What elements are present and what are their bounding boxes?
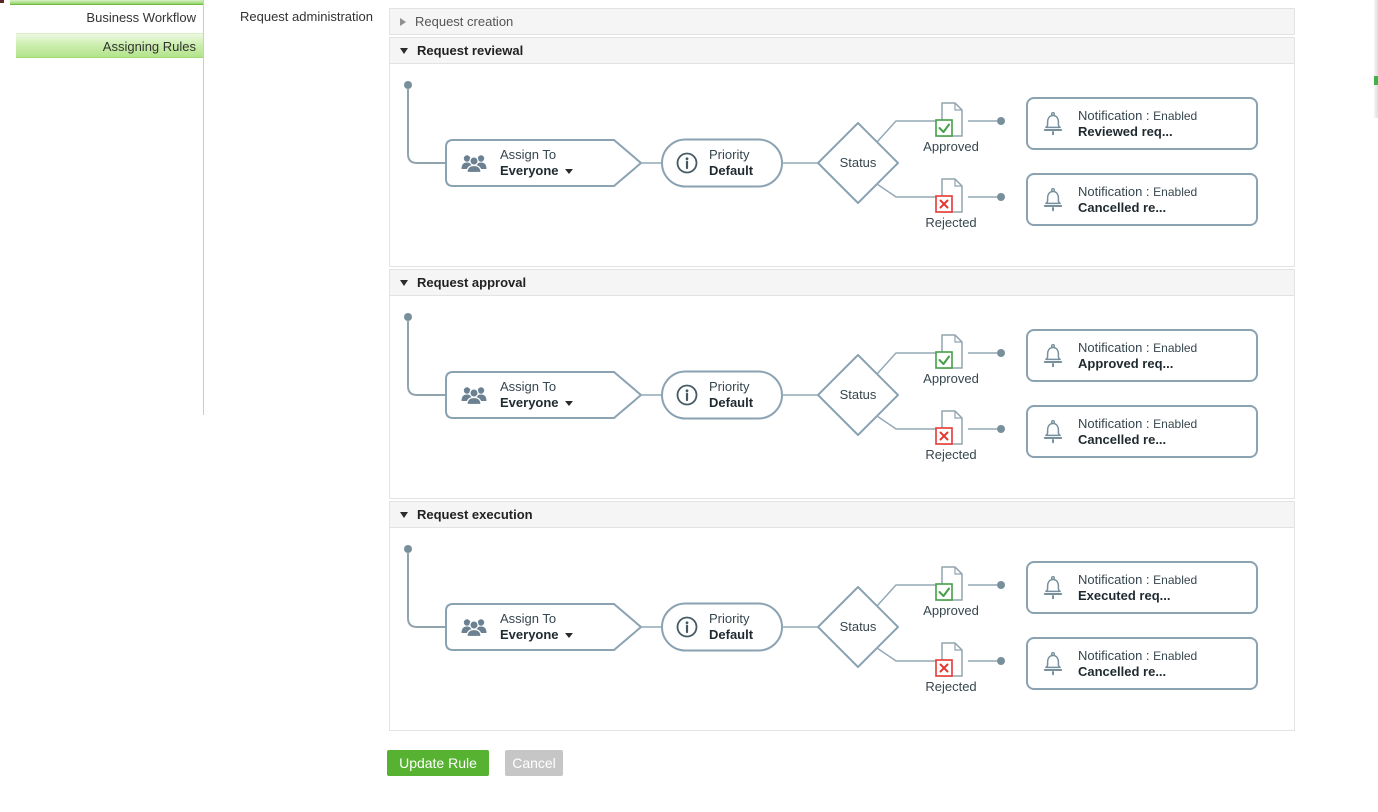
- notification-label: Notification :: [1078, 647, 1150, 663]
- bell-icon: [1041, 419, 1065, 445]
- notification-state: Enabled: [1153, 340, 1198, 355]
- status-decision-label: Status: [839, 387, 877, 402]
- info-icon: [675, 615, 699, 639]
- notification-card-rejected[interactable]: Notification : Enabled Cancelled re...: [1026, 637, 1258, 690]
- branch-approved-label: Approved: [923, 603, 979, 618]
- branch-approved-label: Approved: [923, 371, 979, 386]
- bell-icon: [1041, 343, 1065, 369]
- workflow-accordion: Request creation Request reviewal Assign…: [389, 8, 1295, 733]
- collapsed-panel-thumb[interactable]: [1374, 76, 1378, 85]
- notification-state: Enabled: [1153, 184, 1198, 199]
- caret-down-icon: [564, 633, 573, 639]
- section-header-request-approval[interactable]: Request approval: [389, 269, 1295, 296]
- status-decision-label: Status: [839, 155, 877, 170]
- status-decision-label: Status: [839, 619, 877, 634]
- notification-template: Cancelled re...: [1078, 431, 1167, 447]
- section-title: Request execution: [417, 507, 533, 522]
- section-header-request-creation[interactable]: Request creation: [389, 8, 1295, 35]
- notification-label: Notification :: [1078, 107, 1150, 123]
- people-icon: [460, 384, 488, 406]
- sidebar-item-business-workflow[interactable]: Business Workflow: [0, 6, 203, 30]
- section-title: Request reviewal: [417, 43, 524, 58]
- notification-template: Cancelled re...: [1078, 663, 1167, 679]
- bell-icon: [1041, 651, 1065, 677]
- cut-off-element: [0, 0, 4, 3]
- triangle-down-icon: [400, 47, 408, 54]
- triangle-down-icon: [400, 511, 408, 518]
- people-icon: [460, 616, 488, 638]
- collapsed-panel-handle[interactable]: [1374, 0, 1378, 118]
- sidebar-divider: [203, 0, 204, 415]
- notification-state: Enabled: [1153, 572, 1198, 587]
- workflow-canvas-execution: Assign To Everyone Priority Default Stat…: [389, 528, 1295, 731]
- section-header-request-execution[interactable]: Request execution: [389, 501, 1295, 528]
- page-title: Request administration: [240, 9, 373, 24]
- notification-card-rejected[interactable]: Notification : Enabled Cancelled re...: [1026, 173, 1258, 226]
- assign-to-node[interactable]: Assign To Everyone: [446, 372, 618, 418]
- notification-template: Approved req...: [1078, 355, 1174, 371]
- branch-rejected-label: Rejected: [925, 215, 977, 230]
- caret-down-icon: [564, 401, 573, 407]
- sidebar-item-above-cutoff: [10, 0, 203, 5]
- branch-approved-label: Approved: [923, 139, 979, 154]
- priority-value: Default: [709, 627, 754, 642]
- assign-label: Assign To: [500, 611, 557, 626]
- triangle-down-icon: [400, 279, 408, 286]
- bell-icon: [1041, 187, 1065, 213]
- bell-icon: [1041, 575, 1065, 601]
- notification-card-approved[interactable]: Notification : Enabled Reviewed req...: [1026, 97, 1258, 150]
- assign-to-node[interactable]: Assign To Everyone: [446, 140, 618, 186]
- notification-template: Cancelled re...: [1078, 199, 1167, 215]
- workflow-canvas-reviewal: Assign To Everyone Priority Default Stat…: [389, 64, 1295, 267]
- workflow-canvas-approval: Assign To Everyone Priority Default Stat…: [389, 296, 1295, 499]
- priority-node[interactable]: Priority Default: [662, 604, 782, 650]
- priority-label: Priority: [709, 379, 750, 394]
- notification-template: Reviewed req...: [1078, 123, 1173, 139]
- info-icon: [675, 151, 699, 175]
- priority-value: Default: [709, 163, 754, 178]
- assign-value: Everyone: [500, 163, 559, 178]
- notification-card-approved[interactable]: Notification : Enabled Executed req...: [1026, 561, 1258, 614]
- notification-state: Enabled: [1153, 416, 1198, 431]
- priority-node[interactable]: Priority Default: [662, 140, 782, 186]
- notification-state: Enabled: [1153, 648, 1198, 663]
- sidebar-item-assigning-rules[interactable]: Assigning Rules: [16, 33, 203, 58]
- section-header-request-reviewal[interactable]: Request reviewal: [389, 37, 1295, 64]
- assign-label: Assign To: [500, 147, 557, 162]
- notification-label: Notification :: [1078, 415, 1150, 431]
- notification-label: Notification :: [1078, 183, 1150, 199]
- notification-template: Executed req...: [1078, 587, 1171, 603]
- assign-value: Everyone: [500, 627, 559, 642]
- branch-rejected-label: Rejected: [925, 447, 977, 462]
- notification-card-approved[interactable]: Notification : Enabled Approved req...: [1026, 329, 1258, 382]
- priority-label: Priority: [709, 147, 750, 162]
- notification-state: Enabled: [1153, 108, 1198, 123]
- notification-card-rejected[interactable]: Notification : Enabled Cancelled re...: [1026, 405, 1258, 458]
- assign-to-node[interactable]: Assign To Everyone: [446, 604, 618, 650]
- priority-node[interactable]: Priority Default: [662, 372, 782, 418]
- assign-value: Everyone: [500, 395, 559, 410]
- cancel-button[interactable]: Cancel: [505, 750, 563, 776]
- triangle-right-icon: [400, 17, 406, 26]
- caret-down-icon: [564, 169, 573, 175]
- priority-value: Default: [709, 395, 754, 410]
- section-title: Request creation: [415, 14, 514, 29]
- priority-label: Priority: [709, 611, 750, 626]
- update-rule-button[interactable]: Update Rule: [387, 750, 489, 776]
- bell-icon: [1041, 111, 1065, 137]
- branch-rejected-label: Rejected: [925, 679, 977, 694]
- assign-label: Assign To: [500, 379, 557, 394]
- people-icon: [460, 152, 488, 174]
- section-title: Request approval: [417, 275, 527, 290]
- info-icon: [675, 383, 699, 407]
- notification-label: Notification :: [1078, 571, 1150, 587]
- notification-label: Notification :: [1078, 339, 1150, 355]
